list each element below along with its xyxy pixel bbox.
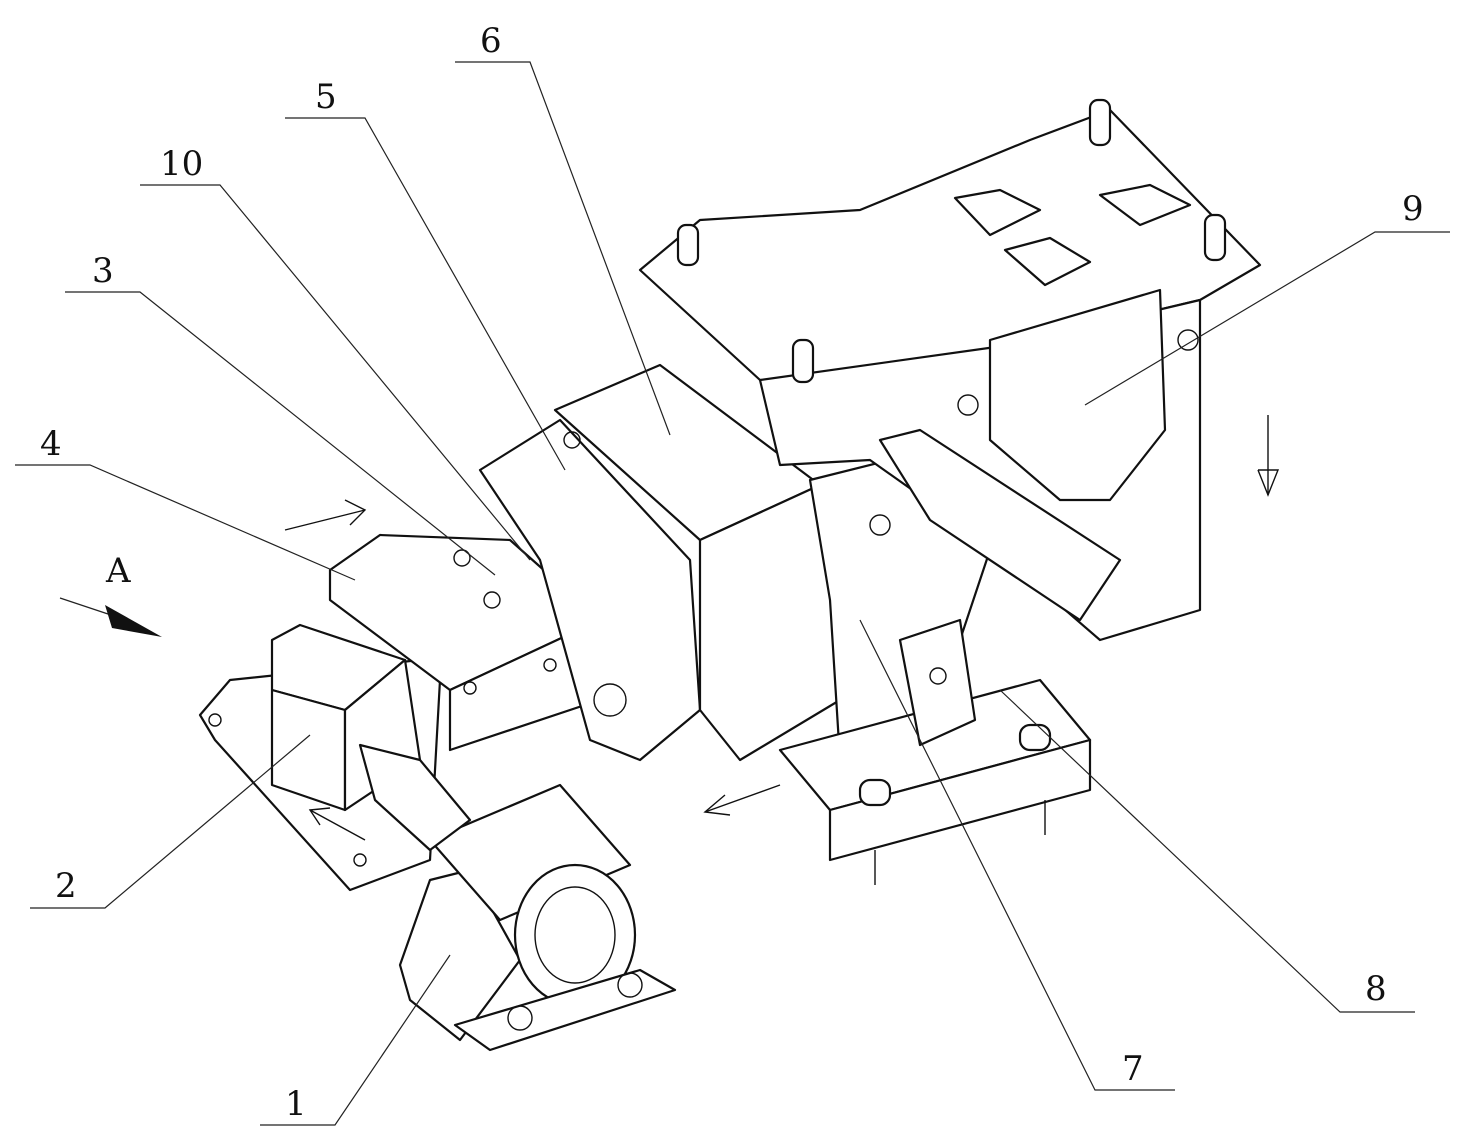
label-6: 6 [480, 21, 502, 61]
label-8: 8 [1365, 969, 1387, 1009]
label-3: 3 [92, 251, 114, 291]
label-7: 7 [1122, 1049, 1144, 1089]
label-9: 9 [1402, 189, 1424, 229]
label-5: 5 [315, 77, 337, 117]
part-1-cylinder [360, 745, 675, 1050]
label-4: 4 [40, 424, 62, 464]
label-10: 10 [160, 144, 203, 184]
view-label-a: A [105, 551, 131, 591]
label-1: 1 [285, 1084, 307, 1124]
view-arrow-a: A [60, 551, 162, 637]
label-2: 2 [55, 866, 77, 906]
